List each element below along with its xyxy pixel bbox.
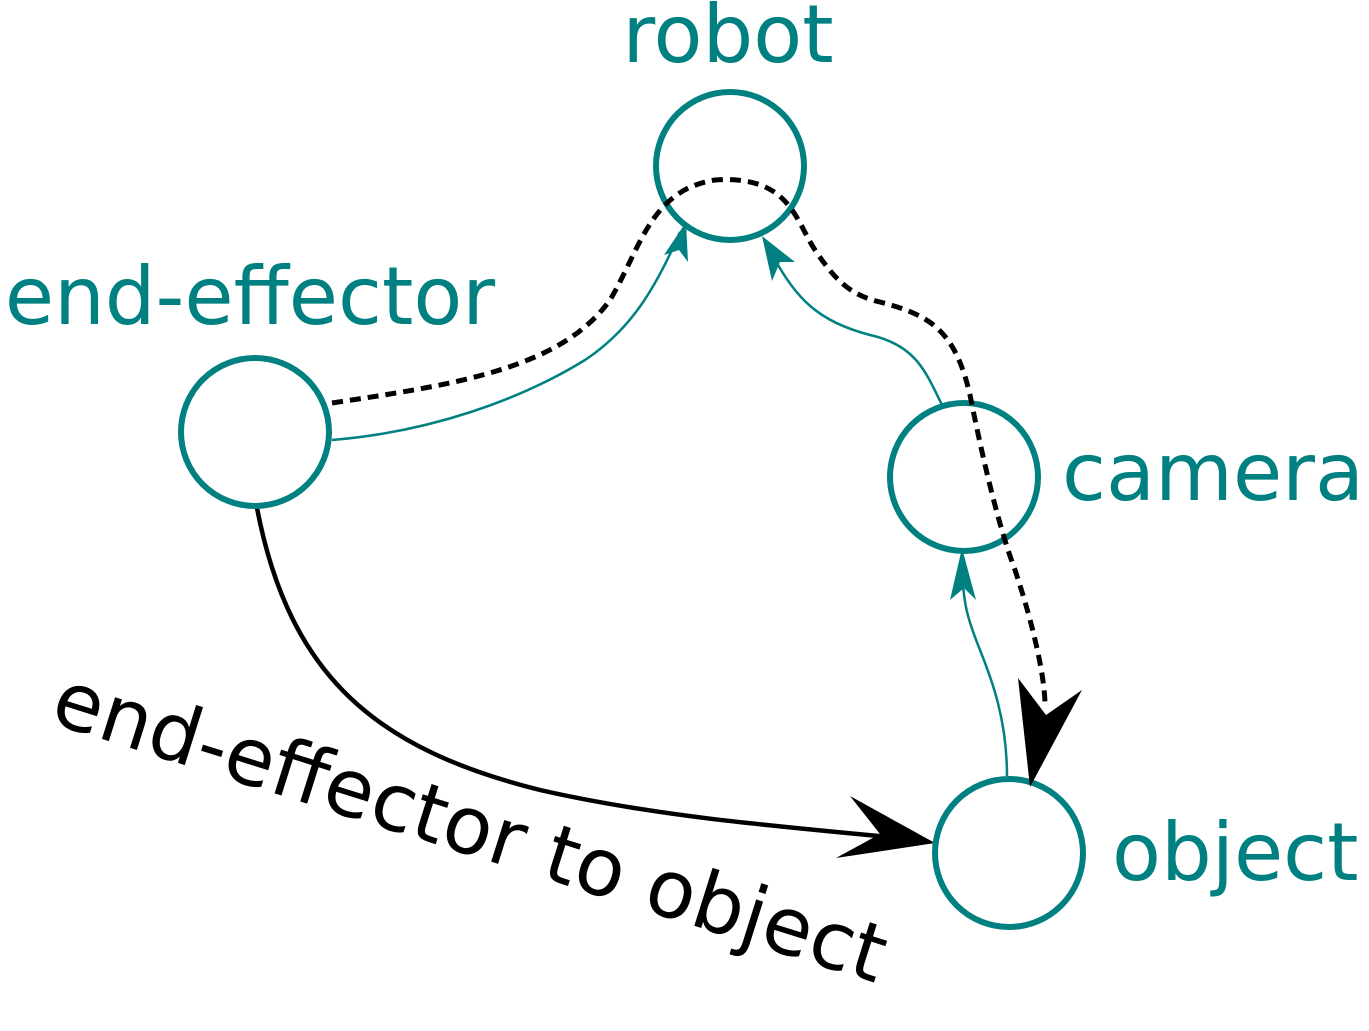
arrowhead-end-effector-to-object	[836, 796, 935, 858]
node-robot	[653, 89, 807, 243]
label-robot: robot	[622, 0, 833, 81]
arrowhead-object-to-camera	[950, 548, 976, 600]
arrowhead-end-effector-to-robot	[664, 222, 688, 262]
node-object	[932, 776, 1086, 930]
arrowhead-camera-to-robot	[762, 236, 795, 281]
edge-end-effector-to-object	[254, 507, 901, 841]
edge-camera-to-robot	[768, 249, 944, 406]
edge-end-effector-to-robot	[331, 231, 682, 442]
arrowhead-dashed-path	[1018, 678, 1082, 787]
node-end-effector	[178, 355, 332, 509]
node-camera	[887, 400, 1041, 554]
dashed-composed-path	[331, 177, 1048, 706]
label-end-effector: end-effector	[5, 250, 495, 343]
label-camera: camera	[1062, 426, 1364, 519]
label-object: object	[1112, 806, 1359, 899]
edge-object-to-camera	[960, 564, 1009, 777]
